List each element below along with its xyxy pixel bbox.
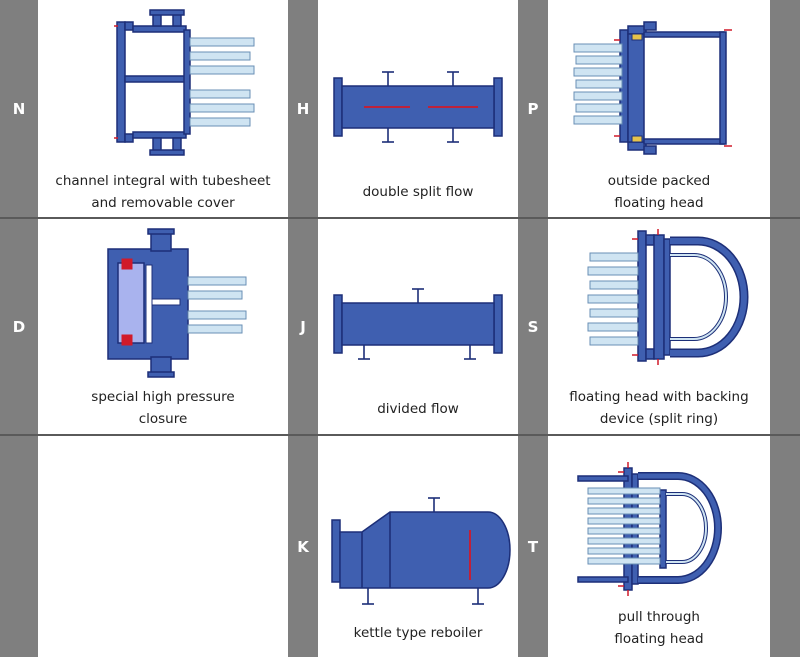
type-letter-empty xyxy=(0,436,38,657)
row-divider xyxy=(0,434,800,436)
right-border-column xyxy=(770,0,800,217)
type-letter-N: N xyxy=(0,0,38,217)
grid-row: K kettle type reboiler T xyxy=(0,436,800,657)
cell-empty xyxy=(38,436,288,657)
type-letter-D: D xyxy=(0,219,38,434)
type-letter-J: J xyxy=(288,219,318,434)
channel-integral-tubesheet-drawing xyxy=(114,9,255,156)
caption-line: closure xyxy=(138,411,188,427)
double-split-flow-drawing xyxy=(333,71,503,143)
cell-pull-through: pull through floating head xyxy=(548,436,770,657)
caption-line: divided flow xyxy=(377,401,459,417)
row-divider xyxy=(0,217,800,219)
caption-line: outside packed xyxy=(607,173,711,189)
outside-packed-floating-head-drawing xyxy=(573,21,732,155)
cell-split-ring: floating head with backing device (split… xyxy=(548,219,770,434)
grid-row: N xyxy=(0,0,800,217)
cell-high-pressure-closure: special high pressure closure xyxy=(38,219,288,434)
caption-line: special high pressure xyxy=(91,389,235,405)
cell-outside-packed: outside packed floating head xyxy=(548,0,770,217)
cell-channel-integral: channel integral with tubesheet and remo… xyxy=(38,0,288,217)
caption-line: channel integral with tubesheet xyxy=(55,173,271,189)
cell-kettle-reboiler: kettle type reboiler xyxy=(318,436,518,657)
kettle-reboiler-drawing xyxy=(331,497,511,605)
type-letter-H: H xyxy=(288,0,318,217)
caption-line: floating head xyxy=(614,195,704,211)
right-border-column xyxy=(770,436,800,657)
caption-line: double split flow xyxy=(362,184,474,200)
caption-line: floating head xyxy=(614,631,704,647)
cell-double-split-flow: double split flow xyxy=(318,0,518,217)
caption-line: device (split ring) xyxy=(599,411,719,427)
type-letter-K: K xyxy=(288,436,318,657)
split-ring-floating-head-drawing xyxy=(587,229,749,365)
caption-line: pull through xyxy=(618,609,700,625)
caption-line: kettle type reboiler xyxy=(353,625,483,641)
type-letter-S: S xyxy=(518,219,548,434)
cell-divided-flow: divided flow xyxy=(318,219,518,434)
right-border-column xyxy=(770,219,800,434)
type-letter-T: T xyxy=(518,436,548,657)
caption-line: floating head with backing xyxy=(569,389,749,405)
type-letter-P: P xyxy=(518,0,548,217)
pull-through-floating-head-drawing xyxy=(577,462,722,596)
grid-row: D special high pressure closure J xyxy=(0,219,800,434)
divided-flow-drawing xyxy=(333,288,503,360)
high-pressure-closure-drawing xyxy=(107,228,247,378)
caption-line: and removable cover xyxy=(91,195,235,211)
